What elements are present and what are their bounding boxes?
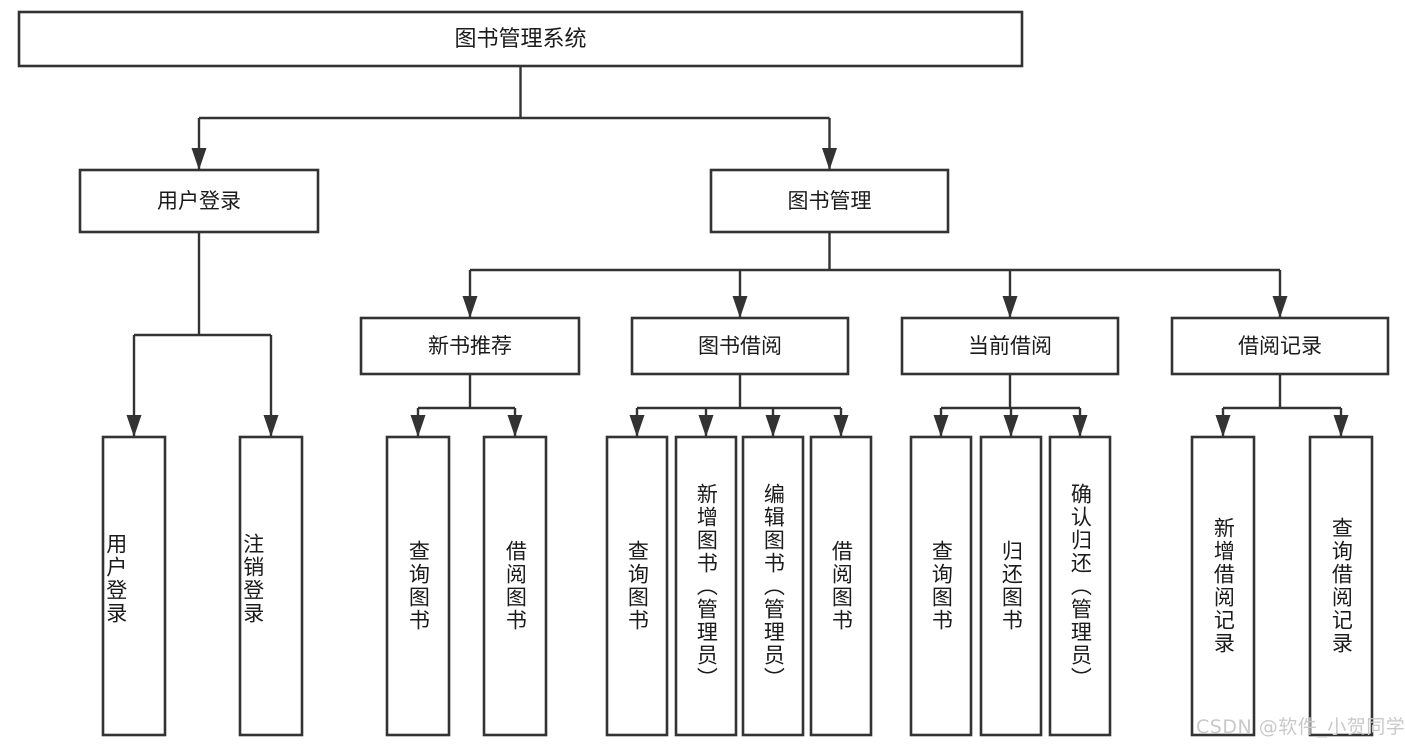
leaf-node-box-0[interactable] xyxy=(101,435,167,737)
tier2-node-box-3[interactable] xyxy=(1170,316,1390,376)
leaf-node-box-2[interactable] xyxy=(385,435,451,737)
arrow-head-icon xyxy=(126,415,142,437)
arrow-head-icon xyxy=(1072,415,1088,437)
tier2-node-label-1: 图书借阅 xyxy=(698,334,782,358)
leaf-node-box-12[interactable] xyxy=(1308,435,1374,737)
leaf-node-box-11[interactable] xyxy=(1190,435,1256,737)
arrow-head-icon xyxy=(191,148,207,170)
tier2-node-label-2: 当前借阅 xyxy=(968,334,1052,358)
arrow-head-icon xyxy=(732,296,748,318)
arrow-head-icon xyxy=(1002,296,1018,318)
arrow-head-icon xyxy=(698,415,714,437)
arrow-head-icon xyxy=(1333,415,1349,437)
leaf-node-box-1[interactable] xyxy=(238,435,304,737)
tier2-node-label-3: 借阅记录 xyxy=(1238,334,1322,358)
arrow-head-icon xyxy=(933,415,949,437)
tier1-node-box-0[interactable] xyxy=(78,168,320,234)
arrow-head-icon xyxy=(507,415,523,437)
leaf-node-box-9[interactable] xyxy=(979,435,1043,737)
tier2-node-box-1[interactable] xyxy=(630,316,850,376)
boxes-layer xyxy=(17,10,1390,737)
tier1-node-label-1: 图书管理 xyxy=(788,189,872,213)
tier2-node-label-0: 新书推荐 xyxy=(428,334,512,358)
tier2-node-box-0[interactable] xyxy=(359,316,581,376)
leaf-node-box-4[interactable] xyxy=(605,435,669,737)
leaf-node-box-6[interactable] xyxy=(741,435,805,737)
connectors-layer xyxy=(126,66,1349,437)
leaf-node-box-5[interactable] xyxy=(674,435,738,737)
tier1-node-label-0: 用户登录 xyxy=(157,189,241,213)
arrow-head-icon xyxy=(263,415,279,437)
arrow-head-icon xyxy=(822,148,837,170)
leaf-node-box-8[interactable] xyxy=(909,435,973,737)
tier2-node-box-2[interactable] xyxy=(900,316,1120,376)
arrow-head-icon xyxy=(410,415,426,437)
root-node-label: 图书管理系统 xyxy=(454,27,586,52)
leaf-node-box-10[interactable] xyxy=(1048,435,1112,737)
arrow-head-icon xyxy=(765,415,781,437)
arrow-head-icon xyxy=(1215,415,1231,437)
arrow-head-icon xyxy=(462,296,478,318)
arrow-head-icon xyxy=(629,415,645,437)
arrow-head-icon xyxy=(1272,296,1288,318)
leaf-node-box-7[interactable] xyxy=(809,435,873,737)
root-node-box[interactable] xyxy=(17,10,1024,68)
leaf-node-box-3[interactable] xyxy=(482,435,548,737)
arrow-head-icon xyxy=(833,415,849,437)
tier1-node-box-1[interactable] xyxy=(709,168,950,234)
arrow-head-icon xyxy=(1003,415,1019,437)
